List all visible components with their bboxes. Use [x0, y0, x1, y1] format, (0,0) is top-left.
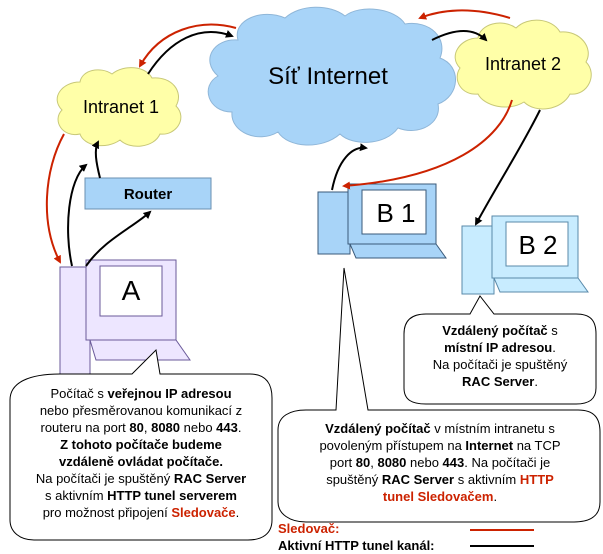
tunnel-router-intranet1 — [91, 140, 101, 179]
tracker-intranet1-a — [45, 133, 65, 264]
callout-b1-line2: povoleným přístupem na Internet na TCP — [319, 438, 561, 453]
callout-b1-line4: spuštěný RAC Server s aktivním HTTP — [326, 472, 554, 487]
callout-b2-line2: místní IP adresou. — [444, 340, 556, 355]
computer-a: A — [59, 259, 191, 378]
tunnel-intranet2-b2 — [475, 109, 541, 226]
callout-b1-bubble — [277, 267, 601, 523]
callout-b1-line1: Vzdálený počítač v místním intranetu s — [325, 421, 555, 436]
callout-a-line7: s aktivním HTTP tunel serverem — [45, 488, 237, 503]
callout-b2-line1: Vzdálený počítač s — [442, 323, 558, 338]
router-label: Router — [124, 186, 172, 203]
internet-cloud: Síť Internet — [207, 6, 456, 146]
callout-b2-line4: RAC Server. — [462, 374, 538, 389]
callout-a-line1: Počítač s veřejnou IP adresou — [50, 386, 232, 401]
callout-b1-line5: tunel Sledovačem. — [382, 489, 498, 504]
callout-a-line3: routeru na port 80, 8080 nebo 443. — [40, 420, 242, 435]
callout-b2-bubble — [403, 295, 597, 405]
computer-b2-label: B 2 — [518, 230, 557, 260]
callout-b1-text: Vzdálený počítač v místním intranetu s p… — [284, 420, 596, 505]
intranet1-cloud: Intranet 1 — [56, 67, 182, 147]
tunnel-a-router — [67, 163, 88, 267]
tunnel-b1-internet — [331, 143, 368, 191]
tunnel-internet-intranet2 — [431, 30, 488, 42]
callout-a-bubble — [9, 348, 273, 541]
tunnel-a-router-lower — [85, 210, 152, 267]
connections — [45, 9, 541, 267]
intranet2-cloud: Intranet 2 — [454, 19, 592, 110]
callout-a-line8: pro možnost připojení Sledovače. — [42, 505, 240, 520]
internet-label: Síť Internet — [268, 63, 388, 90]
legend-tracker-label: Sledovač: — [278, 521, 339, 536]
computer-b2: B 2 — [461, 215, 589, 295]
tracker-internet-intranet1 — [139, 23, 237, 68]
computer-a-label: A — [122, 275, 141, 306]
intranet2-label: Intranet 2 — [485, 54, 561, 74]
legend: Sledovač: Aktivní HTTP tunel kanál: — [278, 521, 534, 553]
router-box: Router — [84, 177, 212, 210]
computer-b1: B 1 — [317, 183, 447, 259]
callout-b2-text: Vzdálený počítač s místní IP adresou. Na… — [408, 322, 592, 390]
callout-b1-line3: port 80, 8080 nebo 443. Na počítači je — [329, 455, 551, 470]
callout-a-line2: nebo přesměrovanou komunikací z — [39, 403, 243, 418]
callout-a-text: Počítač s veřejnou IP adresou nebo přesm… — [14, 385, 268, 521]
callout-a-line6: Na počítači je spuštěný RAC Server — [35, 471, 247, 486]
computer-b1-label: B 1 — [376, 198, 415, 228]
intranet1-label: Intranet 1 — [83, 97, 159, 117]
callout-a-line5: vzdáleně ovládat počítače. — [58, 454, 223, 469]
tunnel-intranet1-internet — [147, 30, 234, 75]
callout-a-line4: Z tohoto počítače budeme — [60, 437, 222, 452]
legend-tunnel-label: Aktivní HTTP tunel kanál: — [278, 538, 435, 553]
tracker-intranet2-b1 — [342, 99, 513, 190]
tracker-intranet2-internet — [418, 9, 511, 20]
callout-b2-line3: Na počítači je spuštěný — [432, 357, 568, 372]
